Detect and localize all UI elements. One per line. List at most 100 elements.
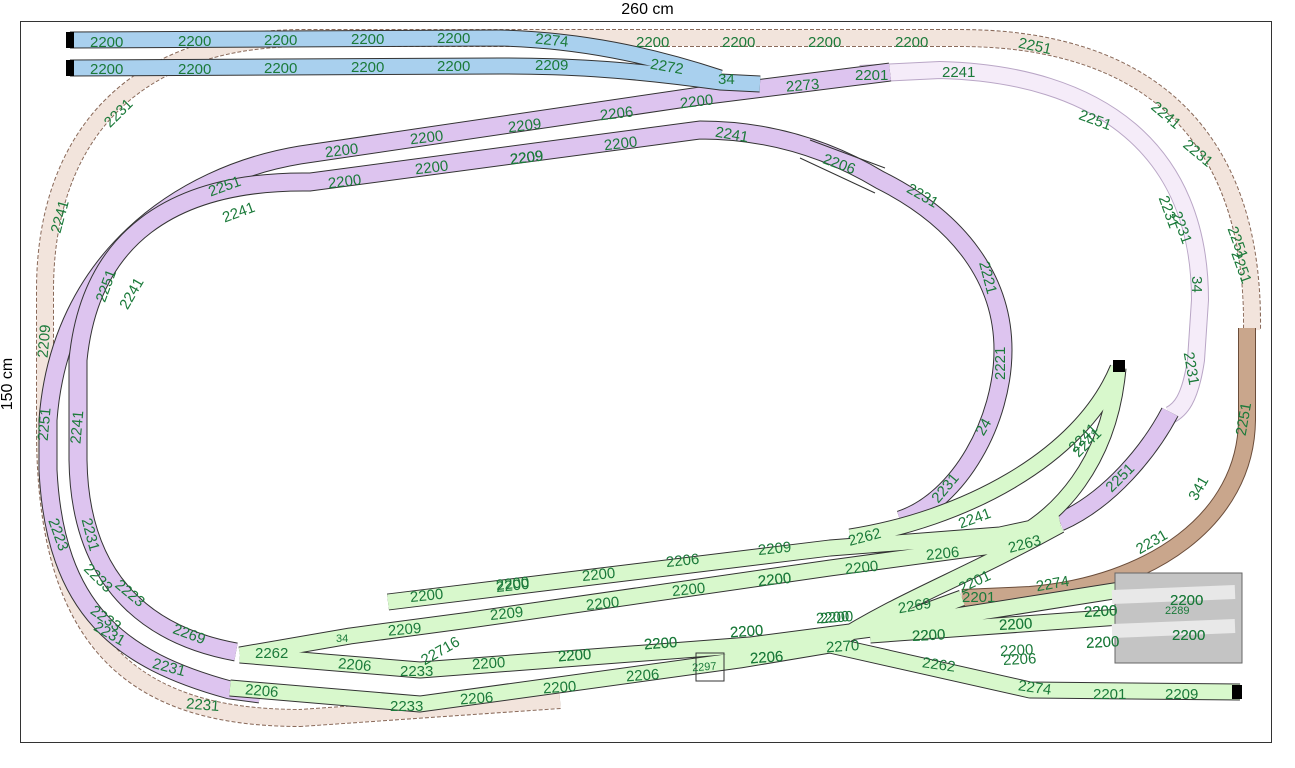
track-label: 2251 bbox=[1233, 401, 1256, 437]
track-label: 2251 bbox=[1017, 35, 1053, 59]
track-label: 2200 bbox=[636, 34, 669, 51]
buffer-stop-icon bbox=[1232, 685, 1242, 699]
track-label: 2200 bbox=[1000, 641, 1034, 660]
track-label: 2231 bbox=[78, 516, 103, 553]
track-label: 2200 bbox=[671, 580, 706, 600]
track-label: 2206 bbox=[599, 103, 634, 124]
track-label: 2200 bbox=[437, 58, 470, 75]
track-label: 2270 bbox=[825, 637, 859, 656]
track-label: 2231 bbox=[185, 695, 220, 715]
track-label: 2200 bbox=[1170, 592, 1203, 609]
track-label: 2209 bbox=[387, 620, 422, 640]
track-label: 2221 bbox=[975, 259, 1000, 296]
track-label: 2200 bbox=[264, 32, 297, 49]
buffer-stop-icon bbox=[66, 32, 74, 48]
track-label: 2251 bbox=[35, 407, 55, 442]
track-label: 2200 bbox=[264, 60, 297, 77]
track-label: 2206 bbox=[337, 655, 372, 675]
track-label: 34 bbox=[1188, 276, 1205, 293]
track-label: 2200 bbox=[90, 61, 123, 78]
track-label: 2200 bbox=[414, 157, 449, 178]
lilac-track-outline[interactable] bbox=[859, 61, 1209, 424]
track-label: 2200 bbox=[729, 622, 763, 641]
track-label: 2209 bbox=[35, 324, 55, 359]
track-label: 2272 bbox=[649, 56, 685, 79]
track-label: 2241 bbox=[942, 64, 975, 81]
track-label: 2200 bbox=[1170, 592, 1203, 609]
track-label: 2200 bbox=[999, 615, 1033, 634]
width-dimension-label: 260 cm bbox=[621, 1, 674, 18]
track-bands bbox=[36, 29, 1262, 727]
track-label: 2200 bbox=[679, 91, 714, 112]
track-label: 2200 bbox=[437, 30, 470, 47]
track-label: 2200 bbox=[643, 634, 677, 653]
buffer-stop-icon bbox=[66, 60, 74, 76]
track-label: 2200 bbox=[495, 576, 530, 596]
track-label: 2200 bbox=[757, 570, 792, 590]
track-label: 2200 bbox=[90, 34, 123, 51]
track-label: 2200 bbox=[1086, 633, 1120, 652]
track-label: 2200 bbox=[1086, 633, 1120, 652]
track-label: 2200 bbox=[912, 626, 946, 645]
track-label: 2200 bbox=[999, 615, 1033, 634]
track-label: 34 bbox=[718, 71, 735, 88]
track-label: 2209 bbox=[535, 57, 568, 74]
track-label: 2200 bbox=[895, 34, 928, 51]
track-label: 2241 bbox=[220, 199, 257, 226]
track-label: 2233 bbox=[400, 663, 433, 680]
track-label: 2262 bbox=[921, 654, 956, 675]
track-label: 2209 bbox=[757, 539, 792, 559]
track-label: 2200 bbox=[815, 608, 849, 627]
platform-tracks bbox=[1111, 585, 1236, 638]
track-label: 2200 bbox=[1084, 602, 1118, 621]
track-label: 2200 bbox=[581, 565, 616, 585]
track-label: 2206 bbox=[1003, 650, 1037, 669]
track-label: 2200 bbox=[178, 33, 211, 50]
track-label: 24 bbox=[972, 416, 995, 439]
track-label: 2297 bbox=[692, 661, 717, 675]
track-label: 2200 bbox=[1084, 602, 1118, 621]
track-label: 2200 bbox=[819, 608, 853, 627]
track-label: 2241 bbox=[116, 275, 147, 312]
track-label: 2209 bbox=[1165, 686, 1198, 703]
track-label: 2201 bbox=[1093, 686, 1126, 703]
track-label: 2200 bbox=[912, 626, 946, 645]
track-label: 2231 bbox=[1180, 351, 1203, 387]
track-label: 2200 bbox=[1172, 627, 1205, 644]
track-label: 2200 bbox=[808, 34, 841, 51]
track-label: 2200 bbox=[495, 574, 530, 594]
track-label: 2274 bbox=[534, 30, 569, 50]
track-label: 2206 bbox=[459, 689, 493, 708]
track-label: 2200 bbox=[643, 634, 677, 653]
track-label: 2273 bbox=[785, 76, 820, 96]
track-label: 2200 bbox=[722, 34, 755, 51]
track-label: 341 bbox=[1185, 473, 1212, 503]
track-label: 2200 bbox=[351, 59, 384, 76]
green-yard bbox=[229, 365, 1241, 712]
uncoupler-marker bbox=[695, 652, 725, 682]
track-label: 2269 bbox=[897, 595, 933, 618]
track-label: 2206 bbox=[244, 681, 279, 701]
buffer-stop-icon bbox=[1113, 360, 1125, 372]
track-label: 2262 bbox=[255, 645, 288, 662]
track-label: 2200 bbox=[557, 646, 591, 665]
purple-inner-loop bbox=[69, 121, 1012, 661]
bridge-marker bbox=[799, 139, 886, 194]
track-label: 2200 bbox=[178, 61, 211, 78]
track-label: 2200 bbox=[844, 558, 879, 578]
baseboard-outline bbox=[20, 21, 1272, 743]
track-label: 2231 bbox=[151, 655, 188, 680]
track-label: 2200 bbox=[542, 678, 576, 697]
track-label: 2201 bbox=[855, 67, 888, 84]
lilac-track bbox=[859, 62, 1208, 423]
track-label: 2209 bbox=[509, 147, 544, 168]
track-label: 2206 bbox=[665, 551, 700, 571]
track-label: 2200 bbox=[409, 586, 444, 606]
track-label: 2209 bbox=[509, 147, 544, 168]
track-label: 2206 bbox=[625, 666, 659, 685]
track-label: 2206 bbox=[749, 648, 783, 667]
track-label: 34 bbox=[336, 633, 348, 645]
track-label: 2201 bbox=[962, 589, 995, 606]
track-label: 2274 bbox=[1017, 677, 1052, 698]
